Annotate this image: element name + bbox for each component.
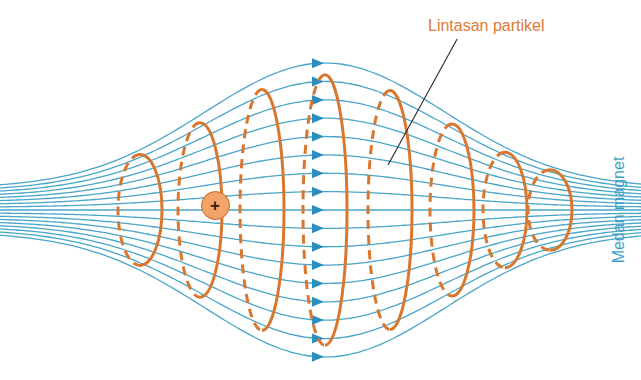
path-ring-front xyxy=(140,155,162,266)
path-ring-front xyxy=(325,75,347,345)
path-ring-back xyxy=(430,124,452,296)
field-line xyxy=(0,173,641,204)
path-ring-front xyxy=(550,170,572,250)
field-line xyxy=(0,137,641,198)
field-line xyxy=(0,235,641,357)
magnetic-field-lines xyxy=(0,58,641,362)
field-arrowhead xyxy=(312,260,324,270)
field-line xyxy=(0,229,641,321)
path-ring-back xyxy=(178,123,200,297)
field-arrowhead xyxy=(312,315,324,325)
field-arrowhead xyxy=(312,150,324,160)
field-line xyxy=(0,63,641,185)
path-label: Lintasan partikel xyxy=(428,17,545,35)
field-line xyxy=(0,192,641,207)
field-arrowhead xyxy=(312,242,324,252)
field-arrowhead xyxy=(312,352,324,362)
field-arrowhead xyxy=(312,187,324,197)
path-ring-back xyxy=(368,90,390,329)
field-line xyxy=(0,155,641,201)
field-line xyxy=(0,100,641,192)
field-arrowhead xyxy=(312,58,324,68)
path-ring-back xyxy=(483,152,505,267)
field-arrowhead xyxy=(312,113,324,123)
path-ring-front xyxy=(262,90,284,331)
field-arrowhead xyxy=(312,223,324,233)
path-ring-back xyxy=(303,75,325,345)
path-ring-back xyxy=(118,155,140,266)
path-ring-front xyxy=(505,152,527,267)
field-arrowhead xyxy=(312,278,324,288)
charge-sign: + xyxy=(210,197,220,214)
field-line xyxy=(0,118,641,194)
particle-path-rings xyxy=(118,75,572,345)
particle-circle: + xyxy=(201,191,230,220)
field-arrowhead xyxy=(312,132,324,142)
field-arrowhead xyxy=(312,77,324,87)
path-ring-front xyxy=(452,124,474,296)
field-arrowhead xyxy=(312,333,324,343)
path-ring-back xyxy=(528,170,550,250)
field-arrowhead xyxy=(312,95,324,105)
field-arrowhead xyxy=(312,205,324,215)
leader-line xyxy=(388,39,457,165)
field-line xyxy=(0,226,641,302)
path-ring-back xyxy=(240,90,262,331)
field-label: Medan magnet xyxy=(610,157,628,264)
field-arrowhead xyxy=(312,168,324,178)
field-arrowhead xyxy=(312,297,324,307)
